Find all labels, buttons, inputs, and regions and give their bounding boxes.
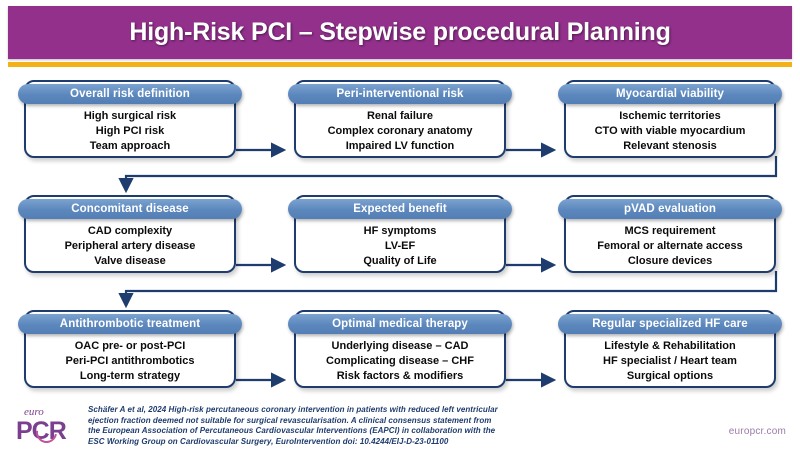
node-line: LV-EF	[384, 240, 416, 252]
node-line: MCS requirement	[624, 225, 716, 237]
node-line: CTO with viable myocardium	[594, 125, 746, 137]
node-header-label: Myocardial viability	[615, 88, 725, 100]
citation-line: Schäfer A et al, 2024 High-risk percutan…	[88, 405, 498, 414]
node-header-label: Optimal medical therapy	[332, 318, 468, 330]
node-line: HF specialist / Heart team	[603, 355, 737, 367]
node-line: Valve disease	[94, 255, 166, 267]
node-line: Complex coronary anatomy	[327, 125, 473, 137]
node-line: Quality of Life	[363, 255, 437, 267]
node-header-label: Peri-interventional risk	[336, 88, 464, 100]
node-content: OAC pre- or post-PCI Peri-PCI antithromb…	[24, 336, 236, 386]
citation-line: the European Association of Percutaneous…	[88, 426, 496, 436]
node-line: CAD complexity	[87, 225, 173, 237]
node-line: Relevant stenosis	[623, 140, 717, 152]
flow-node-peri-interventional-risk[interactable]: Peri-interventional risk Renal failure C…	[288, 76, 512, 162]
node-line: Femoral or alternate access	[597, 240, 743, 252]
node-line: Impaired LV function	[345, 140, 455, 152]
title-banner: High-Risk PCI – Stepwise procedural Plan…	[8, 6, 792, 59]
node-content: HF symptoms LV-EF Quality of Life	[294, 221, 506, 271]
node-line: Complicating disease – CHF	[326, 355, 474, 367]
node-header-pill: Expected benefit	[288, 199, 512, 219]
node-header-pill: Optimal medical therapy	[288, 314, 512, 334]
node-line: Long-term strategy	[79, 370, 181, 382]
node-header-label: Expected benefit	[353, 203, 447, 215]
flow-node-optimal-medical-therapy[interactable]: Optimal medical therapy Underlying disea…	[288, 306, 512, 392]
node-header-pill: Overall risk definition	[18, 84, 242, 104]
title-underline-rule	[8, 62, 792, 67]
node-line: Renal failure	[366, 110, 434, 122]
node-line: Lifestyle & Rehabilitation	[604, 340, 736, 352]
flow-node-pvad-evaluation[interactable]: pVAD evaluation MCS requirement Femoral …	[558, 191, 782, 277]
node-content: Underlying disease – CAD Complicating di…	[294, 336, 506, 386]
europcr-logo: euro PCR	[14, 406, 76, 448]
logo-euro-text: euro	[24, 406, 44, 418]
node-header-label: Overall risk definition	[70, 88, 190, 100]
node-content: MCS requirement Femoral or alternate acc…	[564, 221, 776, 271]
flow-row-2: Concomitant disease CAD complexity Perip…	[0, 191, 800, 279]
node-header-label: Regular specialized HF care	[592, 318, 748, 330]
citation-line: ESC Working Group on Cardiovascular Surg…	[88, 436, 449, 446]
flow-node-regular-specialized-hf-care[interactable]: Regular specialized HF care Lifestyle & …	[558, 306, 782, 392]
node-header-label: pVAD evaluation	[623, 203, 717, 215]
node-content: Ischemic territories CTO with viable myo…	[564, 106, 776, 156]
node-content: Lifestyle & Rehabilitation HF specialist…	[564, 336, 776, 386]
node-line: High PCI risk	[95, 125, 165, 137]
node-line: OAC pre- or post-PCI	[74, 340, 186, 352]
node-header-pill: Peri-interventional risk	[288, 84, 512, 104]
node-header-pill: Concomitant disease	[18, 199, 242, 219]
node-line: Peripheral artery disease	[64, 240, 196, 252]
node-header-pill: pVAD evaluation	[558, 199, 782, 219]
node-content: CAD complexity Peripheral artery disease…	[24, 221, 236, 271]
node-line: Risk factors & modifiers	[336, 370, 464, 382]
node-content: Renal failure Complex coronary anatomy I…	[294, 106, 506, 156]
flow-node-expected-benefit[interactable]: Expected benefit HF symptoms LV-EF Quali…	[288, 191, 512, 277]
logo-pcr-text: PCR	[16, 417, 67, 445]
citation-line: ejection fraction deemed not suitable fo…	[88, 415, 492, 425]
page-title: High-Risk PCI – Stepwise procedural Plan…	[129, 18, 671, 46]
node-line: High surgical risk	[83, 110, 177, 122]
flow-node-overall-risk-definition[interactable]: Overall risk definition High surgical ri…	[18, 76, 242, 162]
flow-node-concomitant-disease[interactable]: Concomitant disease CAD complexity Perip…	[18, 191, 242, 277]
flow-row-1: Overall risk definition High surgical ri…	[0, 76, 800, 164]
node-header-label: Concomitant disease	[71, 203, 189, 215]
citation-reference: Schäfer A et al, 2024 High-risk percutan…	[88, 405, 678, 447]
flow-node-antithrombotic-treatment[interactable]: Antithrombotic treatment OAC pre- or pos…	[18, 306, 242, 392]
node-content: High surgical risk High PCI risk Team ap…	[24, 106, 236, 156]
node-line: Underlying disease – CAD	[331, 340, 469, 352]
flow-grid: Overall risk definition High surgical ri…	[0, 72, 800, 402]
node-line: Ischemic territories	[619, 110, 721, 122]
node-line: Peri-PCI antithrombotics	[65, 355, 195, 367]
node-line: HF symptoms	[363, 225, 437, 237]
node-line: Team approach	[89, 140, 171, 152]
website-url[interactable]: europcr.com	[728, 426, 786, 437]
node-header-pill: Antithrombotic treatment	[18, 314, 242, 334]
flow-row-3: Antithrombotic treatment OAC pre- or pos…	[0, 306, 800, 394]
node-line: Closure devices	[627, 255, 713, 267]
flow-node-myocardial-viability[interactable]: Myocardial viability Ischemic territorie…	[558, 76, 782, 162]
node-header-pill: Myocardial viability	[558, 84, 782, 104]
node-line: Surgical options	[626, 370, 714, 382]
node-header-label: Antithrombotic treatment	[59, 318, 201, 330]
node-header-pill: Regular specialized HF care	[558, 314, 782, 334]
